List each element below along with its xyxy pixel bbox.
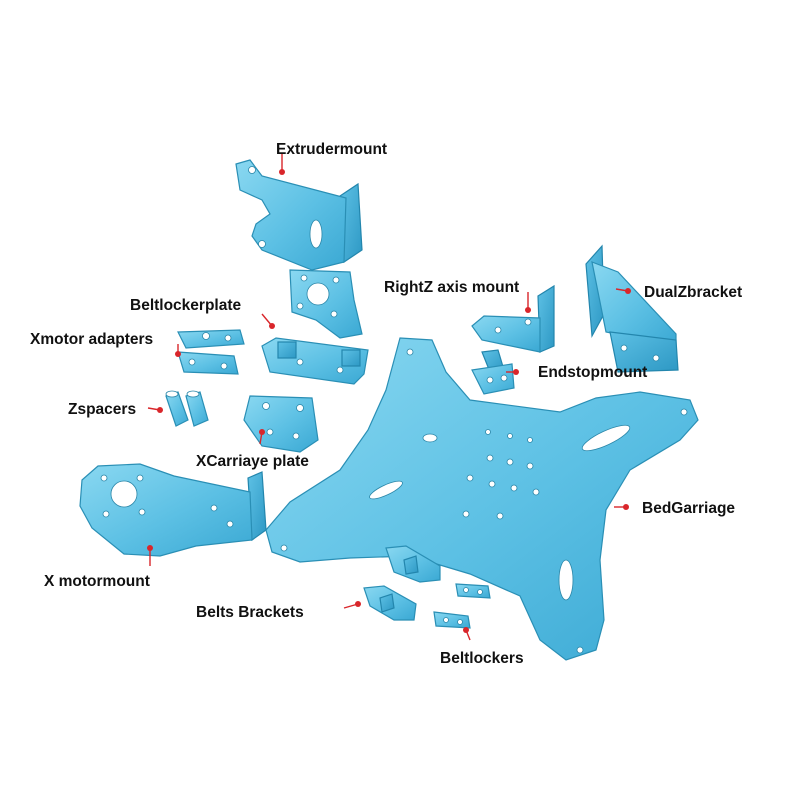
bed-carriage-part	[265, 337, 699, 661]
extruder-mount-part	[235, 159, 363, 339]
dualz-bracket-part	[585, 244, 679, 373]
label-x-motormount: X motormount	[44, 573, 150, 590]
zspacers-part	[165, 390, 209, 427]
xmotor-adapters-part	[177, 329, 245, 375]
x-motormount-part	[79, 463, 267, 557]
label-rightz-axis-mount: RightZ axis mount	[384, 279, 519, 296]
endstop-mount-part	[471, 349, 515, 395]
label-dualzbracket: DualZbracket	[644, 284, 742, 301]
leader-lines	[147, 154, 631, 641]
belts-brackets-part	[363, 545, 441, 621]
beltlockers-part	[433, 583, 491, 629]
beltlocker-plate-part	[261, 337, 369, 385]
label-beltlockers: Beltlockers	[440, 650, 524, 667]
label-xcarriage-plate: XCarriaye plate	[196, 453, 309, 470]
label-belts-brackets: Belts Brackets	[196, 604, 304, 621]
rightz-axis-mount-part	[471, 284, 555, 353]
xcarriage-plate-part	[243, 395, 319, 453]
label-xmotor-adapters: Xmotor adapters	[30, 331, 153, 348]
label-beltlockerplate: Beltlockerplate	[130, 297, 242, 314]
label-endstopmount: Endstopmount	[538, 364, 647, 381]
label-bedgarriage: BedGarriage	[642, 500, 735, 517]
label-extrudermount: Extrudermount	[276, 141, 387, 158]
label-zspacers: Zspacers	[68, 401, 136, 418]
